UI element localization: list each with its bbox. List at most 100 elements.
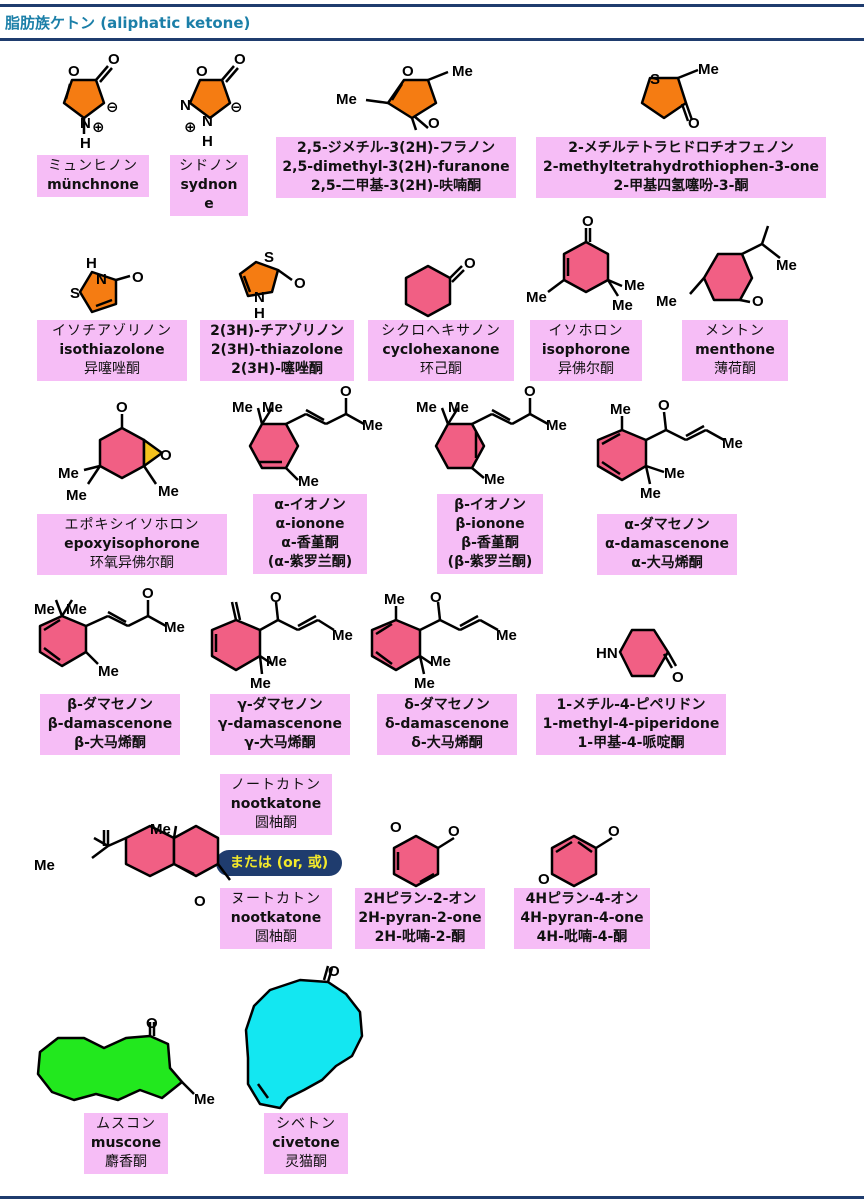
muscone-structure [36, 1022, 195, 1102]
atom-minus: ⊖ [106, 99, 119, 116]
atom-Me: Me [158, 483, 179, 500]
atom-O: O [160, 447, 172, 464]
label-menthone: メントン menthone 薄荷酮 [682, 320, 788, 381]
label-ja: シクロヘキサノン [381, 323, 501, 339]
label-zh: α-香堇酮 [281, 535, 339, 551]
label-ja: β-ダマセノン [67, 697, 153, 713]
label-zh: 薄荷酮 [714, 361, 756, 377]
isophorone-structure [547, 228, 623, 297]
label-epoxyisophorone: エポキシイソホロン epoxyisophorone 环氧异佛尔酮 [37, 514, 227, 575]
label-zh: 环氧异佛尔酮 [90, 555, 174, 571]
atom-O: O [608, 823, 620, 840]
menthone-structure [689, 225, 781, 304]
atom-N: N [96, 271, 107, 288]
label-en: α-ionone [275, 516, 345, 532]
label-methylthiophenone: 2-メチルテトラヒドロチオフェノン 2-methyltetrahydrothio… [536, 137, 826, 198]
atom-Me: Me [332, 627, 353, 644]
page-title: 脂肪族ケトン (aliphatic ketone) [5, 14, 251, 32]
label-en: 2-methyltetrahydrothiophen-3-one [542, 159, 820, 175]
label-en: isophorone [541, 342, 631, 358]
atom-Me: Me [546, 417, 567, 434]
atom-Me: Me [448, 399, 469, 416]
methylthiophenone-structure [640, 68, 699, 122]
label-en: cyclohexanone [382, 342, 500, 358]
header-top-rule [0, 4, 864, 7]
label-ja: 1-メチル-4-ピペリドン [556, 697, 706, 713]
label-ja: γ-ダマセノン [237, 697, 323, 713]
atom-Me: Me [484, 471, 505, 488]
isothiazolone-structure [78, 270, 131, 314]
atom-H: H [86, 255, 97, 272]
label-munchnone: ミュンヒノン münchnone [37, 155, 149, 197]
label-zh: 4H-吡喃-4-酮 [536, 929, 628, 945]
label-zh: 环己酮 [420, 361, 462, 377]
atom-O: O [132, 269, 144, 286]
atom-Me: Me [34, 857, 55, 874]
label-en-wrap: e [204, 196, 214, 212]
label-en: menthone [695, 342, 775, 358]
label-isophorone: イソホロン isophorone 异佛尔酮 [530, 320, 642, 381]
atom-O: O [402, 63, 414, 80]
label-zh: 1-甲基-4-哌啶酮 [577, 735, 685, 751]
label-civetone: シベトン civetone 灵猫酮 [264, 1113, 348, 1174]
atom-O: O [116, 399, 128, 416]
pyran-4-one-structure [550, 834, 613, 888]
label-en: 2,5-dimethyl-3(2H)-furanone [282, 159, 510, 175]
label-ja: メントン [705, 323, 765, 339]
atom-Me: Me [430, 653, 451, 670]
atom-Me: Me [640, 485, 661, 502]
label-zh: β-大马烯酮 [74, 735, 146, 751]
label-zh: 2H-吡喃-2-酮 [374, 929, 466, 945]
label-zh: 灵猫酮 [285, 1154, 327, 1170]
cyclohexanone-structure [404, 264, 465, 318]
label-ja: シベトン [276, 1116, 336, 1132]
label-beta-damascenone: β-ダマセノン β-damascenone β-大马烯酮 [40, 694, 180, 755]
atom-Me: Me [664, 465, 685, 482]
atom-O: O [108, 51, 120, 68]
label-zh: 圆柚酮 [255, 815, 297, 831]
label-ja: 2-メチルテトラヒドロチオフェノン [568, 140, 794, 156]
pyran-2-one-structure [392, 834, 455, 888]
label-thiazolone: 2(3H)-チアゾリノン 2(3H)-thiazolone 2(3H)-噻唑酮 [200, 320, 354, 381]
nootkatone-structure [91, 824, 231, 881]
label-ja: ヌートカトン [231, 891, 321, 907]
atom-Me: Me [336, 91, 357, 108]
atom-Me: Me [496, 627, 517, 644]
label-ja: イソチアゾリノン [52, 323, 172, 339]
atom-Me: Me [384, 591, 405, 608]
atom-Me: Me [164, 619, 185, 636]
atom-O: O [234, 51, 246, 68]
atom-Me: Me [58, 465, 79, 482]
epoxyisophorone-structure [83, 414, 164, 485]
atom-O: O [688, 115, 700, 132]
label-nootkatone-2: ヌートカトン nootkatone 圆柚酮 [220, 888, 332, 949]
atom-S: S [70, 285, 80, 302]
atom-Me: Me [98, 663, 119, 680]
label-en: civetone [272, 1135, 340, 1151]
label-ja: 2,5-ジメチル-3(2H)-フラノン [297, 140, 495, 156]
civetone-structure [244, 965, 364, 1110]
atom-N: N [180, 97, 191, 114]
atom-O: O [658, 397, 670, 414]
label-en: 1-methyl-4-piperidone [542, 716, 720, 732]
atom-Me: Me [34, 601, 55, 618]
atom-H: H [202, 133, 213, 150]
header-bottom-rule [0, 38, 864, 41]
munchnone-structure [62, 65, 113, 134]
atom-HN: HN [596, 645, 618, 662]
atom-N: N [202, 113, 213, 130]
atom-Me: Me [416, 399, 437, 416]
label-muscone: ムスコン muscone 麝香酮 [84, 1113, 168, 1174]
label-isothiazolone: イソチアゾリノン isothiazolone 异噻唑酮 [37, 320, 187, 381]
label-en: epoxyisophorone [64, 536, 200, 552]
label-ja: エポキシイソホロン [64, 517, 200, 533]
label-ja: 2Hピラン-2-オン [363, 891, 477, 907]
label-zh: 圆柚酮 [255, 929, 297, 945]
label-pyran-4-one: 4Hピラン-4-オン 4H-pyran-4-one 4H-吡喃-4-酮 [514, 888, 650, 949]
atom-O: O [524, 383, 536, 400]
atom-H: H [254, 305, 265, 322]
atom-N: N [80, 115, 91, 132]
label-en: sydnon [180, 177, 238, 193]
atom-Me: Me [612, 297, 633, 314]
